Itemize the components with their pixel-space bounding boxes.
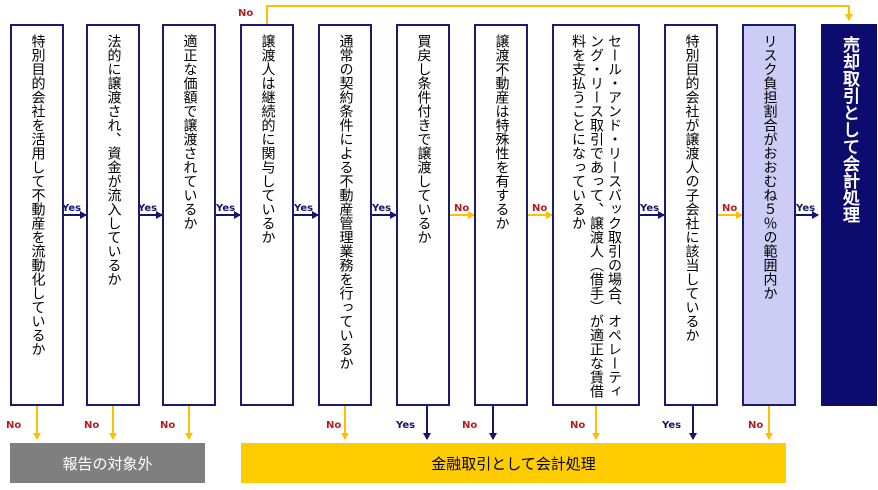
result-financing: 金融取引として会計処理: [241, 443, 786, 483]
final-result-text: 売却取引として会計処理: [839, 36, 859, 223]
label-no-q7-down: No: [462, 420, 478, 431]
label-no-q5-down: No: [326, 420, 342, 431]
decision-text-q3: 適正な価額で譲渡されているか: [181, 34, 198, 230]
label-yes-q10: Yes: [796, 203, 816, 214]
label-yes-q8: Yes: [640, 203, 660, 214]
decision-text-q9: 特別目的会社が譲渡人の子会社に該当しているか: [683, 34, 700, 342]
decision-text-q8: セール・アンド・リースバック取引の場合、オペレーティング・リース取引であって、譲…: [570, 34, 622, 398]
decision-text-q2: 法的に譲渡され、資金が流入しているか: [105, 34, 122, 286]
result-out-of-scope: 報告の対象外: [10, 443, 205, 483]
label-no-q10-down: No: [748, 420, 764, 431]
decision-box-q5: 通常の契約条件による不動産管理業務を行っているか: [318, 24, 372, 406]
result-financing-text: 金融取引として会計処理: [431, 454, 596, 473]
decision-box-q2: 法的に譲渡され、資金が流入しているか: [86, 24, 140, 406]
label-no-q1-down: No: [6, 420, 22, 431]
decision-text-q7: 譲渡不動産は特殊性を有するか: [493, 34, 510, 230]
decision-text-q4: 譲渡人は継続的に関与しているか: [259, 34, 276, 244]
decision-box-q8: セール・アンド・リースバック取引の場合、オペレーティング・リース取引であって、譲…: [552, 24, 640, 406]
label-no-q6: No: [454, 203, 470, 214]
decision-box-q10: リスク負担割合がおおむね５％の範囲内か: [742, 24, 796, 406]
decision-box-q6: 買戻し条件付きで譲渡しているか: [396, 24, 450, 406]
decision-text-q10: リスク負担割合がおおむね５％の範囲内か: [761, 34, 778, 300]
label-no-q7: No: [532, 203, 548, 214]
decision-text-q6: 買戻し条件付きで譲渡しているか: [415, 34, 432, 244]
result-out-of-scope-text: 報告の対象外: [62, 454, 153, 473]
label-no-q9: No: [722, 203, 738, 214]
label-yes-q2: Yes: [138, 203, 158, 214]
decision-box-q3: 適正な価額で譲渡されているか: [162, 24, 216, 406]
decision-box-q1: 特別目的会社を活用して不動産を流動化しているか: [10, 24, 64, 406]
decision-text-q5: 通常の契約条件による不動産管理業務を行っているか: [337, 34, 354, 370]
label-yes-q4: Yes: [294, 203, 314, 214]
decision-box-q9: 特別目的会社が譲渡人の子会社に該当しているか: [664, 24, 718, 406]
label-yes-q1: Yes: [62, 203, 82, 214]
decision-box-q4: 譲渡人は継続的に関与しているか: [240, 24, 294, 406]
decision-box-q7: 譲渡不動産は特殊性を有するか: [474, 24, 528, 406]
label-no-q4-top: No: [238, 8, 254, 19]
final-result-box: 売却取引として会計処理: [821, 24, 877, 406]
label-yes-q3: Yes: [216, 203, 236, 214]
label-yes-q9-down: Yes: [662, 420, 682, 431]
label-yes-q5: Yes: [372, 203, 392, 214]
label-yes-q6-down: Yes: [396, 420, 416, 431]
label-no-q2-down: No: [84, 420, 100, 431]
decision-text-q1: 特別目的会社を活用して不動産を流動化しているか: [29, 34, 46, 356]
label-no-q3-down: No: [160, 420, 176, 431]
arrow-q4-no-bypass: [266, 5, 853, 24]
label-no-q8-down: No: [570, 420, 586, 431]
